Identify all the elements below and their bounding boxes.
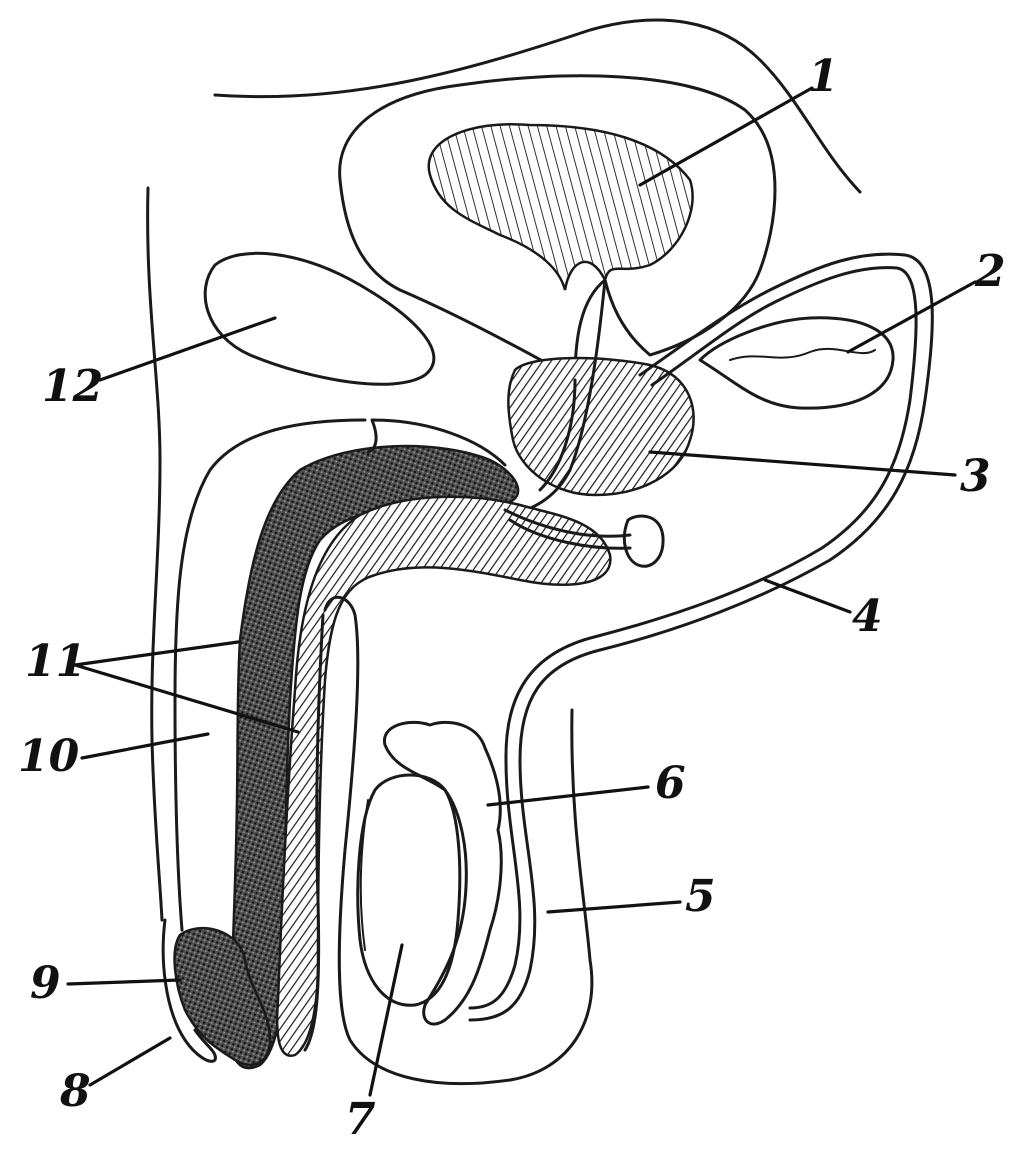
prostate-gland xyxy=(507,356,695,497)
label-8: 8 xyxy=(60,1066,91,1117)
label-9: 9 xyxy=(30,958,61,1009)
seminal-vesicle xyxy=(698,316,895,410)
penis-outline-upper xyxy=(173,418,367,932)
leader-6 xyxy=(486,785,650,807)
prostatic-urethra xyxy=(538,378,577,492)
testis-tunica xyxy=(359,799,369,951)
leader-9 xyxy=(66,978,182,986)
epididymis xyxy=(383,720,503,1026)
testis xyxy=(356,773,462,1007)
vas-deferens xyxy=(468,252,934,1022)
label-2: 2 xyxy=(975,246,1006,297)
bladder-lumen xyxy=(427,123,694,291)
corpus-spongiosum xyxy=(275,495,612,1057)
scrotum-outline xyxy=(323,596,594,1086)
abdominal-wall-line xyxy=(213,18,862,194)
anterior-body-line xyxy=(146,186,164,922)
urethra-lower xyxy=(503,508,632,538)
seminal-vesicle-folds xyxy=(729,347,876,361)
vas-deferens-inner xyxy=(468,266,918,1010)
leader-3 xyxy=(648,450,957,477)
label-3: 3 xyxy=(960,451,991,502)
leader-11a xyxy=(73,640,240,667)
ejaculatory-duct xyxy=(508,278,607,517)
scrotal-septum xyxy=(303,613,325,1052)
leader-11b xyxy=(73,663,300,734)
label-10: 10 xyxy=(18,731,80,782)
leader-7 xyxy=(368,943,404,1097)
leader-8 xyxy=(88,1036,172,1087)
label-4: 4 xyxy=(852,591,883,642)
pubic-bone xyxy=(203,251,436,386)
leader-12 xyxy=(98,316,277,382)
label-1: 1 xyxy=(808,51,839,102)
label-12: 12 xyxy=(42,361,104,412)
label-11: 11 xyxy=(25,636,87,687)
urethra xyxy=(508,518,632,550)
leader-1 xyxy=(638,86,814,187)
bulbourethral-gland xyxy=(622,514,665,568)
foreskin xyxy=(161,918,217,1063)
label-7: 7 xyxy=(345,1094,376,1145)
leader-2 xyxy=(846,280,977,354)
leader-4 xyxy=(763,578,852,614)
leader-10 xyxy=(80,732,210,760)
label-5: 5 xyxy=(685,871,716,922)
leader-5 xyxy=(546,900,682,914)
label-6: 6 xyxy=(655,758,686,809)
penis-outline-inner xyxy=(366,418,507,467)
glans-penis xyxy=(173,926,272,1066)
